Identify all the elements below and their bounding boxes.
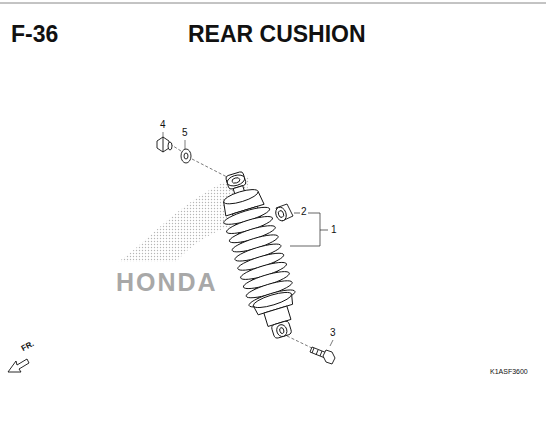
leader-line [192,159,229,178]
leader-line [330,340,333,346]
drawing-code: K1ASF3600 [490,368,528,375]
washer [181,149,191,163]
top-rule [0,3,546,4]
leader-line [185,140,186,150]
rear-shock-absorber [211,167,307,344]
leader-line [320,230,328,231]
figure-number: F-36 [11,23,58,46]
collar [274,204,293,222]
group-bracket [290,213,320,246]
flange-nut [157,137,172,152]
page-title: REAR CUSHION [188,23,366,46]
bolt [310,347,335,364]
leader-line [163,132,164,137]
callout-number: 3 [329,328,337,338]
callout-number: 2 [300,207,308,217]
watermark: HONDA [116,270,218,295]
callout-number: 5 [181,128,189,138]
front-arrow [8,359,29,372]
callout-number: 1 [330,225,338,235]
front-label: FR. [20,340,35,353]
callout-number: 4 [159,120,167,130]
